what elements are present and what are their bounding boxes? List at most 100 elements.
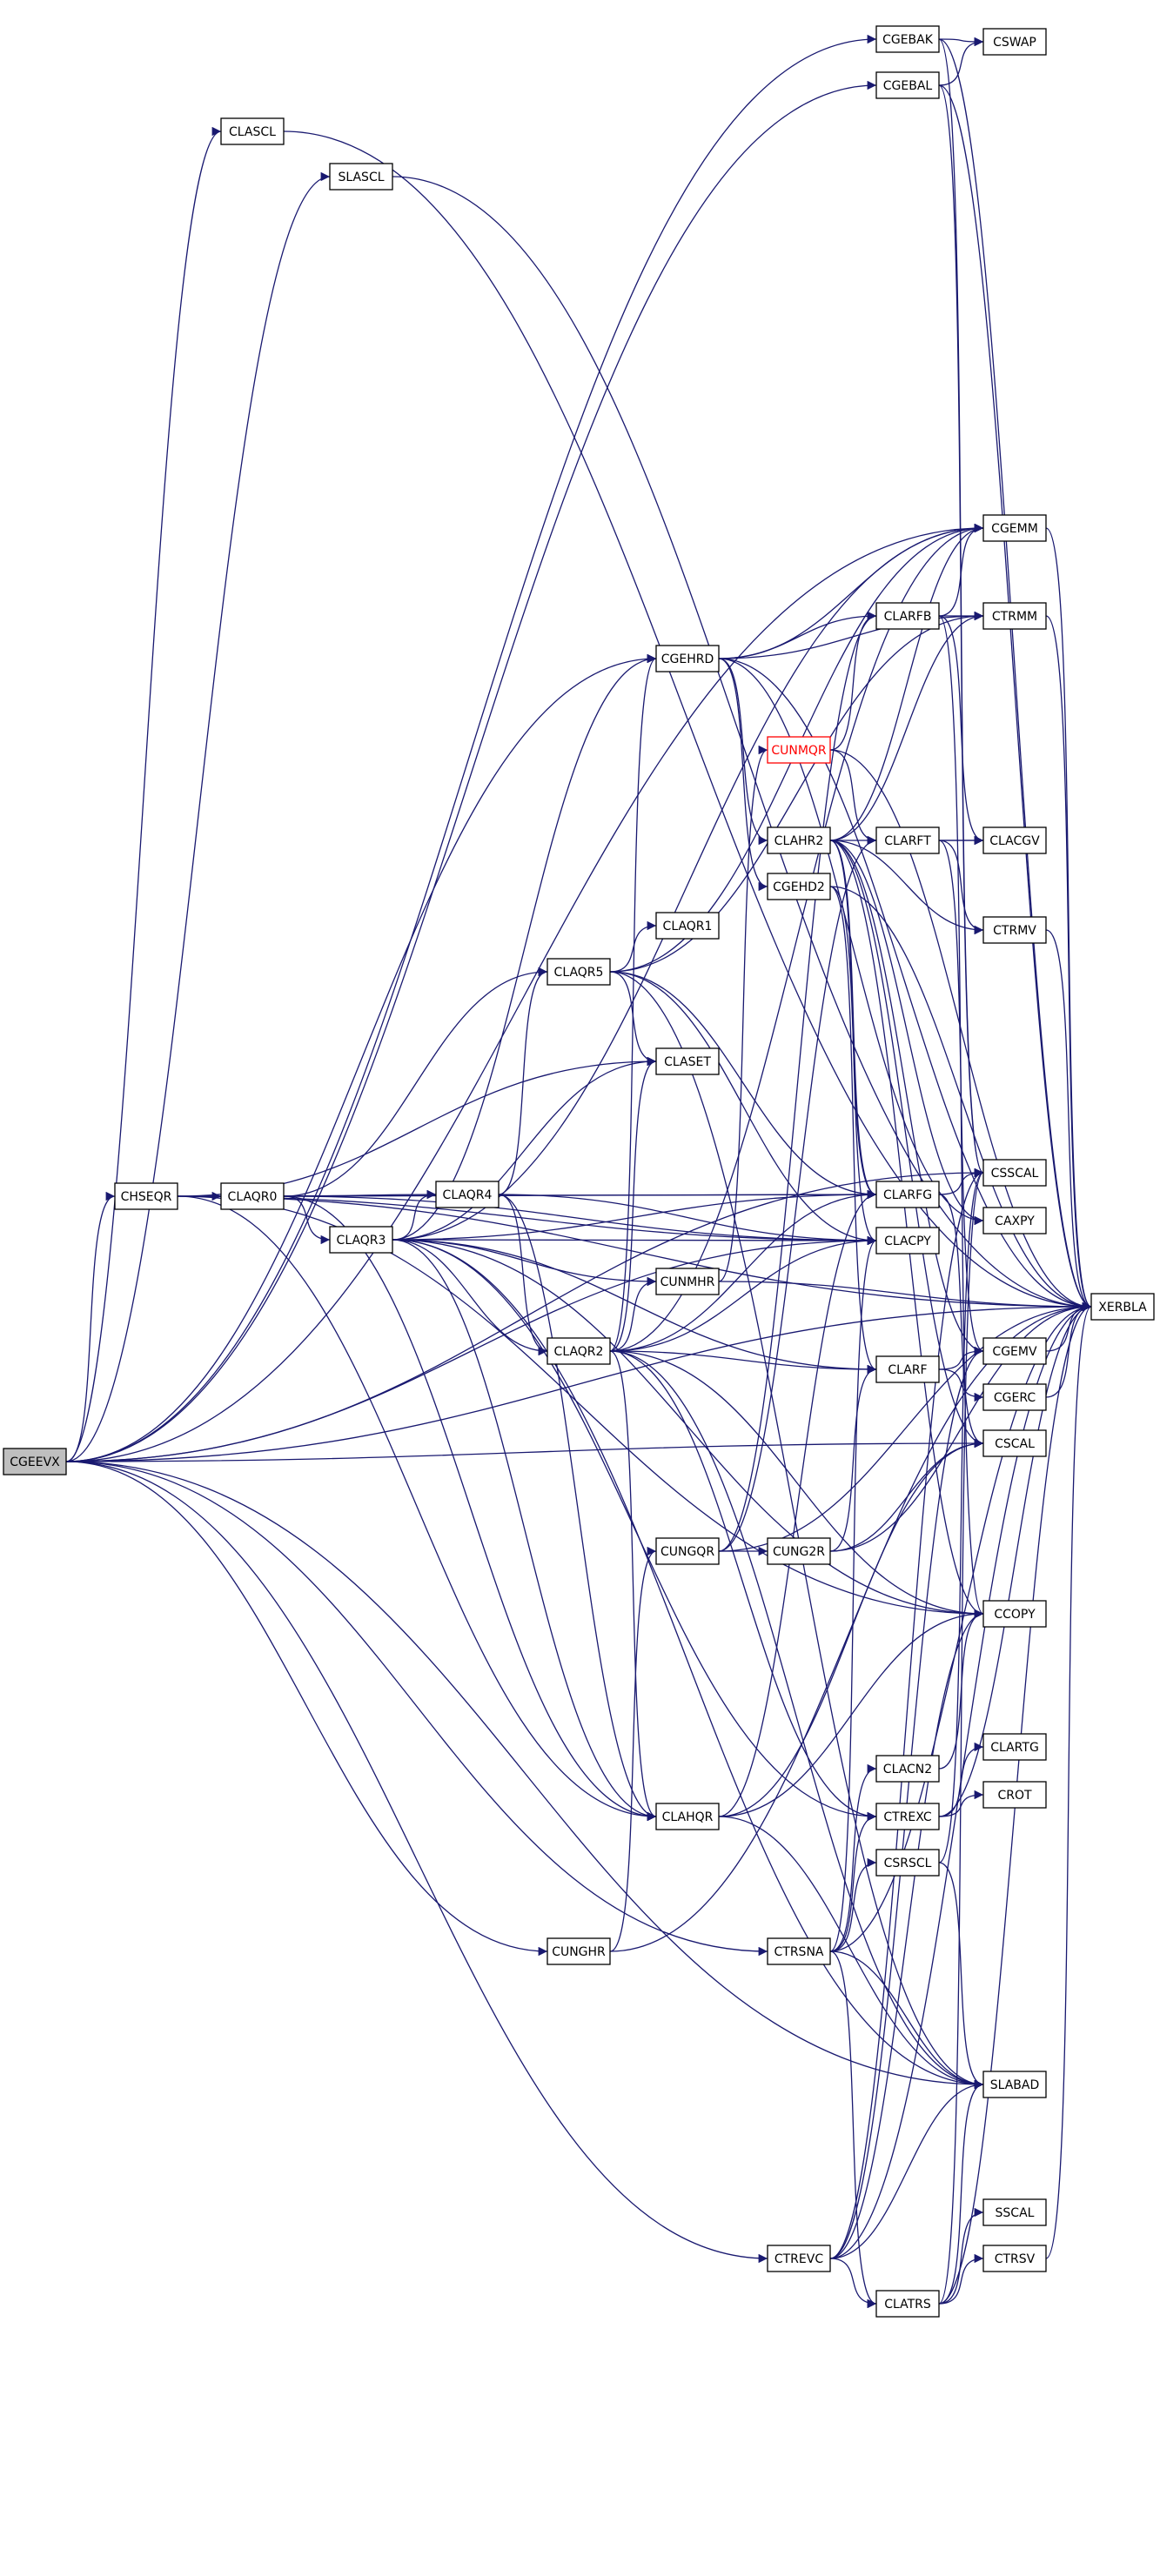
node-label: CGERC	[994, 1391, 1036, 1405]
node-label: CLAQR3	[337, 1234, 386, 1248]
node-csrscl[interactable]: CSRSCL	[875, 1849, 940, 1877]
edge-cgehd2-to-clarfg	[829, 886, 877, 1200]
node-cgehrd[interactable]: CGEHRD	[655, 645, 720, 672]
node-ctrmm[interactable]: CTRMM	[982, 602, 1047, 630]
node-cswap[interactable]: CSWAP	[982, 28, 1047, 56]
edge-cungqr-to-clarfb	[718, 611, 877, 1552]
node-label: CROT	[997, 1789, 1032, 1803]
node-clarfg[interactable]: CLARFG	[875, 1181, 940, 1208]
node-claqr0[interactable]: CLAQR0	[220, 1182, 285, 1210]
node-cunghr[interactable]: CUNGHR	[546, 1937, 611, 1965]
node-cunmqr[interactable]: CUNMQR	[767, 736, 831, 764]
node-box	[546, 958, 611, 986]
edge-claqr3-to-clarf	[392, 1239, 877, 1375]
node-box	[982, 28, 1047, 56]
node-clacpy[interactable]: CLACPY	[875, 1227, 940, 1255]
node-cung2r[interactable]: CUNG2R	[767, 1537, 831, 1565]
node-ctrsna[interactable]: CTRSNA	[767, 1937, 831, 1965]
node-claqr1[interactable]: CLAQR1	[655, 912, 720, 940]
node-clacgv[interactable]: CLACGV	[982, 826, 1047, 854]
node-csscal[interactable]: CSSCAL	[982, 1159, 1047, 1187]
edge-claqr3-to-clahqr	[392, 1239, 657, 1822]
edge-cungqr-to-clarft	[718, 835, 877, 1552]
node-label: CSRSCL	[884, 1857, 932, 1870]
edge-cung2r-to-xerbla	[829, 1301, 1092, 1552]
node-label: SSCAL	[996, 2206, 1035, 2220]
edge-ctrsna-to-csrscl	[829, 1857, 877, 1952]
node-ctrsv[interactable]: CTRSV	[982, 2245, 1047, 2272]
edge-ctrsna-to-clacn2	[829, 1763, 877, 1952]
node-cgemv[interactable]: CGEMV	[982, 1337, 1047, 1365]
node-xerbla[interactable]: XERBLA	[1090, 1293, 1155, 1321]
node-ctrexc[interactable]: CTREXC	[875, 1803, 940, 1830]
edge-claqr5-to-slabad	[609, 971, 984, 2090]
node-sscal[interactable]: SSCAL	[982, 2198, 1047, 2226]
node-box	[767, 826, 831, 854]
node-box	[114, 1182, 178, 1210]
node-box	[875, 1849, 940, 1877]
node-box	[982, 2198, 1047, 2226]
edge-claqr3-to-ccopy	[392, 1239, 984, 1619]
node-cgerc[interactable]: CGERC	[982, 1383, 1047, 1411]
node-cscal[interactable]: CSCAL	[982, 1429, 1047, 1457]
edge-claqr0-to-clacpy	[283, 1195, 877, 1246]
node-ctrmv[interactable]: CTRMV	[982, 916, 1047, 944]
edge-claqr0-to-claqr5	[283, 967, 548, 1197]
edge-claqr2-to-claset	[609, 1056, 657, 1352]
node-cgebal[interactable]: CGEBAL	[875, 71, 940, 99]
node-clartg[interactable]: CLARTG	[982, 1733, 1047, 1761]
node-cgeevx[interactable]: CGEEVX	[3, 1448, 67, 1475]
edge-cgebak-to-cswap	[938, 37, 984, 47]
edge-cgeevx-to-clacpy	[65, 1235, 877, 1462]
node-label: CTREVC	[774, 2252, 823, 2266]
edge-chseqr-to-clacpy	[177, 1195, 877, 1246]
node-box	[982, 916, 1047, 944]
node-box	[546, 1937, 611, 1965]
node-claqr4[interactable]: CLAQR4	[435, 1181, 500, 1208]
node-label: SLASCL	[338, 171, 384, 184]
node-cgemm[interactable]: CGEMM	[982, 514, 1047, 542]
node-label: CTRSV	[995, 2252, 1036, 2266]
node-claset[interactable]: CLASET	[655, 1047, 720, 1075]
edge-cgehrd-to-cgehd2	[718, 658, 768, 892]
node-label: CUNG2R	[773, 1545, 825, 1559]
node-claqr2[interactable]: CLAQR2	[546, 1337, 611, 1365]
node-clascl[interactable]: CLASCL	[220, 117, 285, 145]
edge-cgeevx-to-slabad	[65, 1461, 984, 2090]
node-clahr2[interactable]: CLAHR2	[767, 826, 831, 854]
node-slascl[interactable]: SLASCL	[329, 163, 393, 191]
edge-chseqr-to-ccopy	[177, 1195, 984, 1619]
node-slabad[interactable]: SLABAD	[982, 2071, 1047, 2098]
node-box	[655, 1268, 720, 1295]
node-label: CLACN2	[883, 1763, 932, 1776]
edge-claqr4-to-claqr5	[498, 967, 548, 1195]
edge-cgeevx-to-ctrsna	[65, 1461, 768, 1957]
node-clarfb[interactable]: CLARFB	[875, 602, 940, 630]
node-label: CLAHR2	[774, 834, 824, 848]
edge-ctrsv-to-xerbla	[1045, 1302, 1092, 2259]
node-label: CTRMM	[992, 610, 1037, 624]
node-cungqr[interactable]: CUNGQR	[655, 1537, 720, 1565]
node-clahqr[interactable]: CLAHQR	[655, 1803, 720, 1830]
edge-cunmhr-to-xerbla	[718, 1281, 1092, 1312]
node-box	[982, 1429, 1047, 1457]
node-box	[875, 1355, 940, 1383]
node-clatrs[interactable]: CLATRS	[875, 2290, 940, 2318]
node-clacn2[interactable]: CLACN2	[875, 1755, 940, 1783]
node-ccopy[interactable]: CCOPY	[982, 1600, 1047, 1628]
node-ctrevc[interactable]: CTREVC	[767, 2245, 831, 2272]
edge-cgehrd-to-ctrmm	[718, 611, 984, 659]
node-chseqr[interactable]: CHSEQR	[114, 1182, 178, 1210]
node-claqr5[interactable]: CLAQR5	[546, 958, 611, 986]
node-crot[interactable]: CROT	[982, 1781, 1047, 1809]
node-clarft[interactable]: CLARFT	[875, 826, 940, 854]
edge-clahr2-to-clarfg	[829, 840, 877, 1200]
node-clarf[interactable]: CLARF	[875, 1355, 940, 1383]
node-caxpy[interactable]: CAXPY	[982, 1207, 1047, 1234]
node-label: CGEBAL	[883, 79, 933, 93]
node-cgehd2[interactable]: CGEHD2	[767, 873, 831, 900]
node-cgebak[interactable]: CGEBAK	[875, 25, 940, 53]
node-claqr3[interactable]: CLAQR3	[329, 1226, 393, 1254]
node-cunmhr[interactable]: CUNMHR	[655, 1268, 720, 1295]
